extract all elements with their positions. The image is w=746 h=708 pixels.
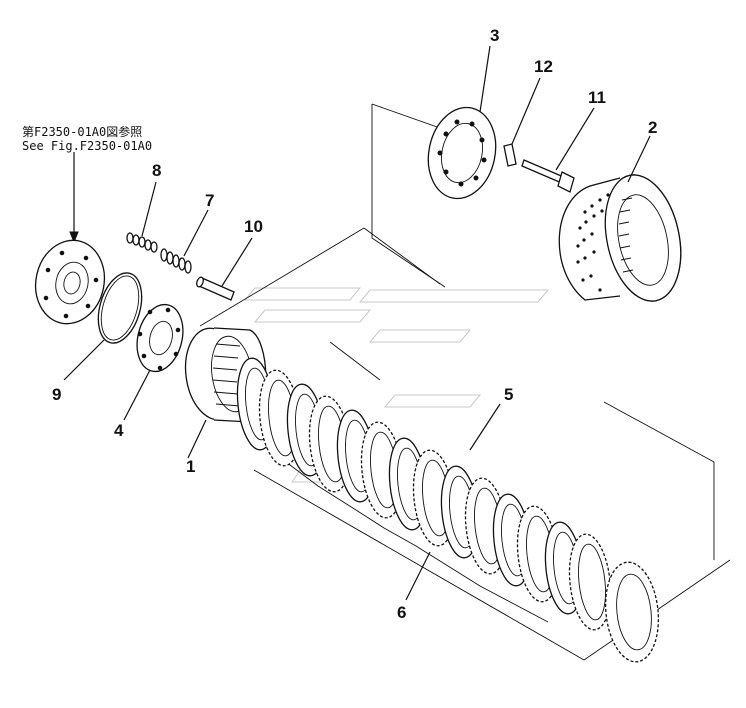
callout-8: 8 — [152, 161, 161, 180]
reference-note-english: See Fig.F2350-01A0 — [22, 139, 153, 153]
reference-arrow-head — [69, 231, 79, 244]
leader-lines — [63, 45, 651, 601]
part-7-spring — [160, 248, 192, 274]
callout-2: 2 — [648, 118, 657, 137]
end-plate — [604, 561, 660, 663]
callout-1: 1 — [186, 457, 195, 476]
callout-4: 4 — [114, 421, 124, 440]
part-8-spring — [126, 232, 158, 253]
clutch-pack — [236, 357, 660, 663]
callout-5: 5 — [504, 385, 513, 404]
plate — [568, 533, 612, 631]
callout-7: 7 — [205, 191, 214, 210]
part-4-piston — [136, 303, 184, 373]
part-3-cover-plate — [427, 106, 497, 200]
part-12-key — [503, 143, 517, 167]
piston-housing — [34, 239, 106, 325]
part-9-o-ring — [97, 272, 143, 344]
callout-10: 10 — [244, 217, 263, 236]
callout-11: 11 — [588, 88, 606, 107]
part-10-pin — [196, 276, 235, 301]
part-2-outer-drum — [558, 174, 682, 302]
callout-12: 12 — [534, 57, 553, 76]
callout-3: 3 — [490, 26, 499, 45]
callout-9: 9 — [52, 385, 61, 404]
callout-6: 6 — [397, 603, 406, 622]
part-11-bolt — [521, 159, 575, 193]
reference-note-japanese: 第F2350-01A0図参照 — [22, 125, 143, 139]
